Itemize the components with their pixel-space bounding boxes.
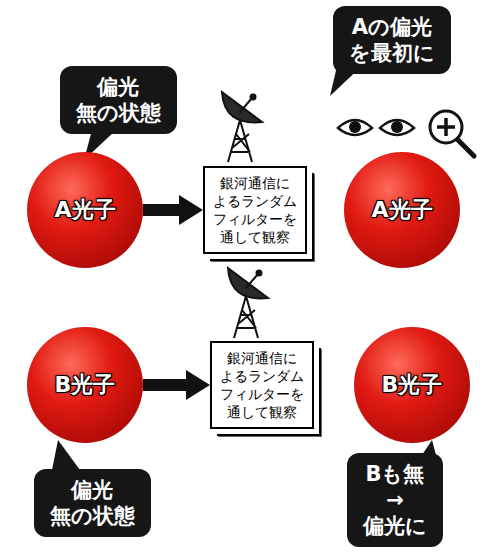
filter-box: 銀河通信に よるランダム フィルターを 通して観察	[203, 166, 307, 255]
tower-bracing	[237, 310, 256, 328]
antenna-tower	[234, 296, 258, 338]
magnifier-icon	[430, 111, 474, 156]
dish-feed-tip	[251, 95, 256, 100]
observer-eyes	[338, 120, 414, 135]
callout-bubble: 偏光 無の状態	[34, 469, 151, 538]
callout-tail	[52, 440, 80, 470]
dish-feed	[240, 98, 252, 112]
magnifier-lens	[430, 111, 462, 143]
dish-feed-tip	[257, 271, 262, 276]
pupil	[391, 121, 403, 133]
antenna-tower	[228, 120, 252, 162]
node-label: B光子	[55, 372, 116, 398]
callout-bubble: Bも無→ 偏光に	[347, 453, 443, 548]
node-label: B光子	[382, 372, 443, 398]
node-label: 銀河通信に よるランダム フィルターを 通して観察	[220, 349, 304, 422]
arrow-connector	[143, 379, 186, 391]
eye	[380, 120, 414, 135]
node-label: 偏光 無の状態	[50, 477, 135, 530]
node-label: A光子	[371, 197, 432, 223]
node-label: 偏光 無の状態	[76, 74, 161, 127]
dish-feed	[246, 274, 258, 288]
callout-bubble: 偏光 無の状態	[60, 66, 177, 135]
photon-sphere: A光子	[344, 152, 460, 268]
pupil	[349, 121, 361, 133]
node-label: Aの偏光 を最初に	[349, 14, 435, 67]
satellite-dish	[222, 92, 262, 162]
node-label: 銀河通信に よるランダム フィルターを 通して観察	[213, 174, 297, 247]
dish-bowl	[222, 92, 262, 122]
callout-bubble: Aの偏光 を最初に	[333, 6, 451, 75]
photon-sphere: A光子	[27, 152, 143, 268]
filter-box: 銀河通信に よるランダム フィルターを 通して観察	[210, 341, 314, 430]
magnifier-handle	[458, 140, 474, 156]
node-label: A光子	[54, 197, 115, 223]
dish-bowl	[228, 268, 268, 298]
photon-sphere: B光子	[27, 327, 143, 443]
arrow-connector	[143, 204, 179, 216]
eye	[338, 120, 372, 135]
plus-symbol	[437, 118, 455, 136]
photon-sphere: B光子	[354, 327, 470, 443]
node-label: Bも無→ 偏光に	[363, 461, 427, 540]
satellite-dish	[228, 268, 268, 338]
tower-bracing	[231, 134, 250, 152]
